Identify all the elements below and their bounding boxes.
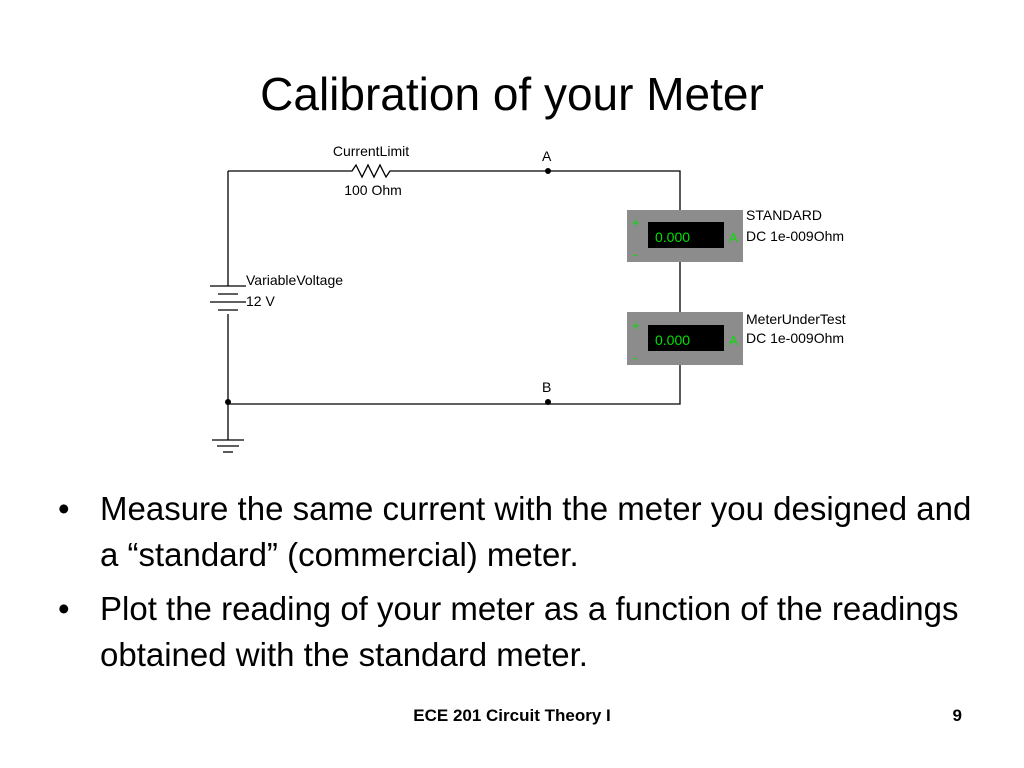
bullet-text: Measure the same current with the meter … [100,490,972,573]
top-wire-right [400,170,681,210]
test-meter-unit: A [729,333,738,348]
standard-meter-spec: DC 1e-009Ohm [746,228,844,244]
standard-meter-plus: + [632,215,640,230]
bullet-item: • Measure the same current with the mete… [58,486,978,578]
standard-meter: 0.000 A + - [627,210,743,262]
resistor-value: 100 Ohm [344,182,402,198]
resistor-name: CurrentLimit [333,143,409,159]
node-b-label: B [542,379,551,395]
test-meter-reading: 0.000 [655,332,690,348]
junction-dot [225,399,231,405]
standard-meter-unit: A [729,230,738,245]
test-meter-minus: - [633,350,637,365]
page-number: 9 [952,706,962,725]
circuit-diagram: CurrentLimit 100 Ohm A B VariableVoltage… [210,143,846,453]
node-a-dot [545,168,551,174]
standard-meter-display [648,222,724,248]
node-b-dot [545,399,551,405]
test-meter: 0.000 A + - [627,312,743,365]
standard-meter-minus: - [633,247,637,262]
source-name: VariableVoltage [246,272,343,288]
bullet-marker: • [58,590,70,627]
node-a-label: A [542,148,552,164]
bottom-wire [228,365,681,405]
slide-title: Calibration of your Meter [260,68,764,120]
footer-course: ECE 201 Circuit Theory I [413,706,611,725]
test-meter-display [648,325,724,351]
bullet-list: • Measure the same current with the mete… [58,486,978,686]
test-meter-plus: + [632,318,640,333]
bullet-text: Plot the reading of your meter as a func… [100,590,959,673]
standard-meter-name: STANDARD [746,207,822,223]
bullet-item: • Plot the reading of your meter as a fu… [58,586,978,678]
test-meter-name: MeterUnderTest [746,311,846,327]
source-value: 12 V [246,293,275,309]
bullet-marker: • [58,490,70,527]
test-meter-spec: DC 1e-009Ohm [746,330,844,346]
resistor-symbol [340,163,400,179]
standard-meter-reading: 0.000 [655,229,690,245]
